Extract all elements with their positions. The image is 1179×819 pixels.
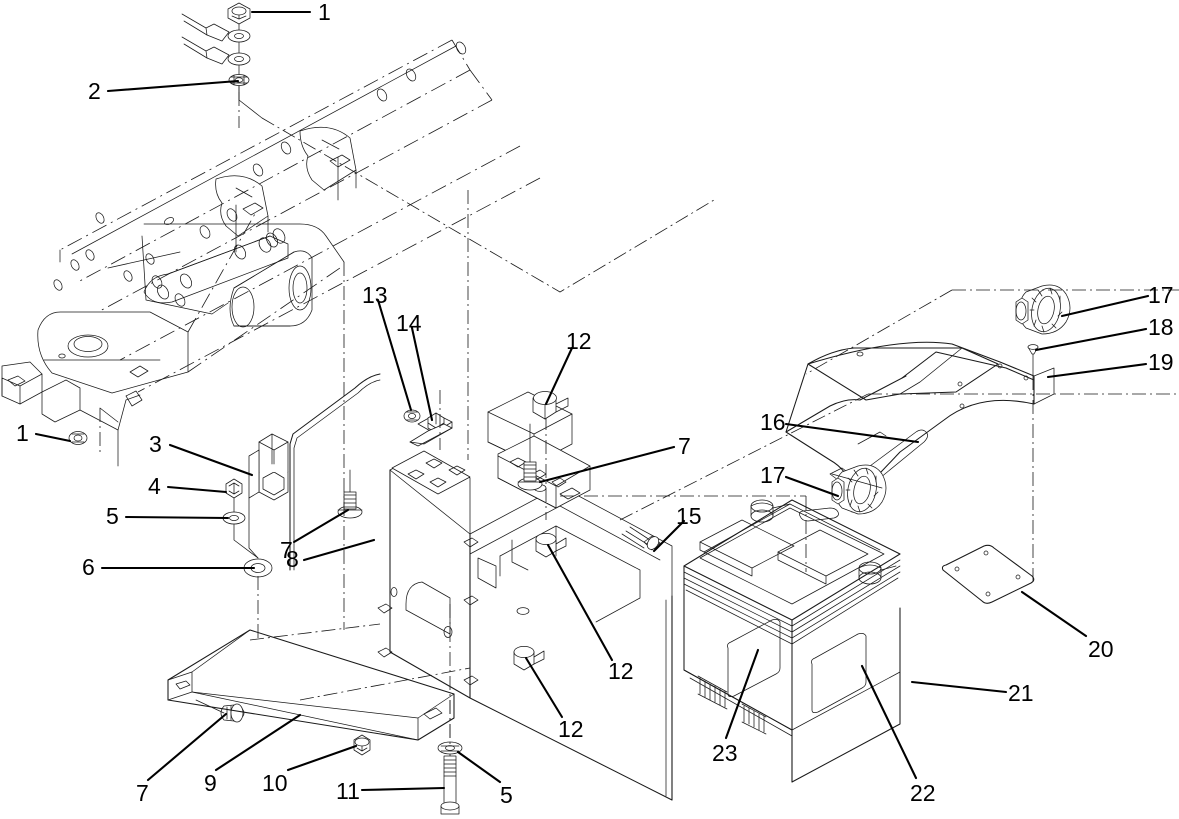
battery-12v [683,499,901,783]
battery-rod-bracket [222,373,381,640]
battery-cover-panel [785,341,1055,586]
support-tray-9 [167,623,471,741]
capscrew-12-low [513,646,545,671]
lock-nut-10 [353,734,371,756]
carriage-bolt-7-upper-left [337,469,363,519]
carriage-bolt-7-center [517,423,543,491]
knob-17-lower [831,464,887,515]
phantom-centerlines [261,117,1179,630]
backing-plate-20 [941,544,1035,604]
knob-17-upper [1015,284,1071,335]
self-tap-screw-15 [621,526,661,551]
chassis-frame-rail-group [1,39,541,467]
capscrew-12-mid [535,533,567,558]
flange-nut-lower-left [68,407,119,452]
hex-bolt-11 [437,700,463,815]
battery-box-weldment [377,391,869,801]
cable-terminal-stack [181,2,263,128]
leader-lines [34,10,1150,792]
clamp-plate-assembly [403,390,453,450]
